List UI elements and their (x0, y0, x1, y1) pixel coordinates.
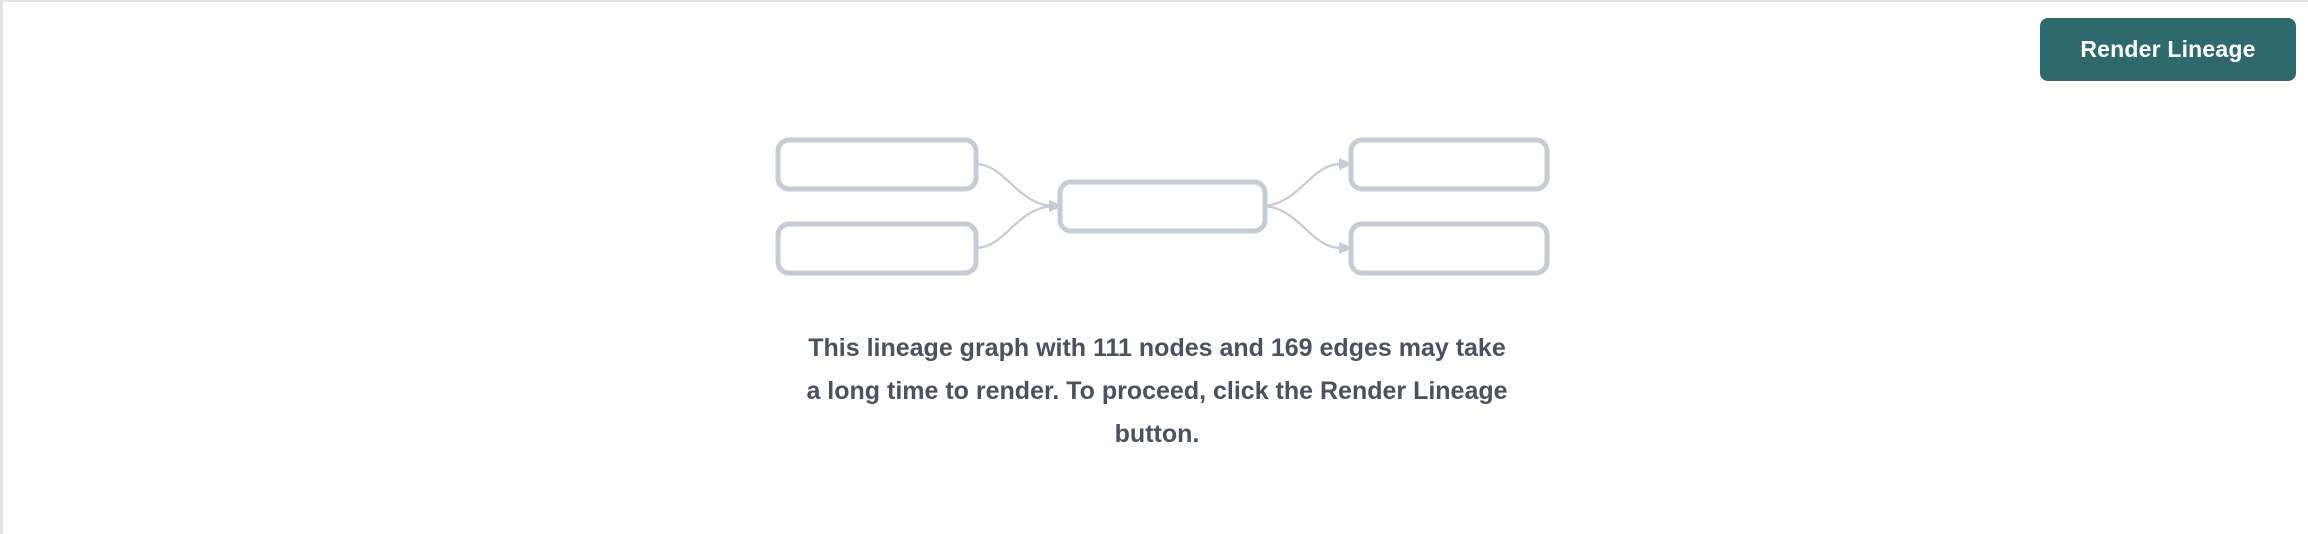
arrowhead-into-right1 (1339, 158, 1353, 170)
lineage-node-center-1[interactable] (1057, 179, 1268, 234)
edge-center-to-right1 (1264, 162, 1342, 208)
placeholder-lineage-graph (753, 122, 1563, 287)
warning-line-2: a long time to render. To proceed, click… (806, 377, 1508, 405)
lineage-warning-message: This lineage graph with 111 nodes and 16… (757, 327, 1557, 456)
warning-line-1: This lineage graph with 111 nodes and 16… (808, 334, 1506, 362)
arrowhead-into-center (1049, 200, 1063, 212)
edge-left2-to-center (974, 204, 1052, 250)
edge-center-to-right2 (1264, 204, 1342, 250)
render-lineage-button[interactable]: Render Lineage (2040, 18, 2296, 81)
edge-left1-to-center (974, 162, 1052, 208)
lineage-edge-group (974, 158, 1353, 254)
lineage-node-left-2[interactable] (775, 221, 979, 276)
lineage-node-right-2[interactable] (1348, 221, 1550, 276)
arrowhead-into-right2 (1339, 242, 1353, 254)
lineage-node-left-1[interactable] (775, 137, 979, 192)
lineage-node-right-1[interactable] (1348, 137, 1550, 192)
warning-line-3: button. (1114, 420, 1200, 448)
